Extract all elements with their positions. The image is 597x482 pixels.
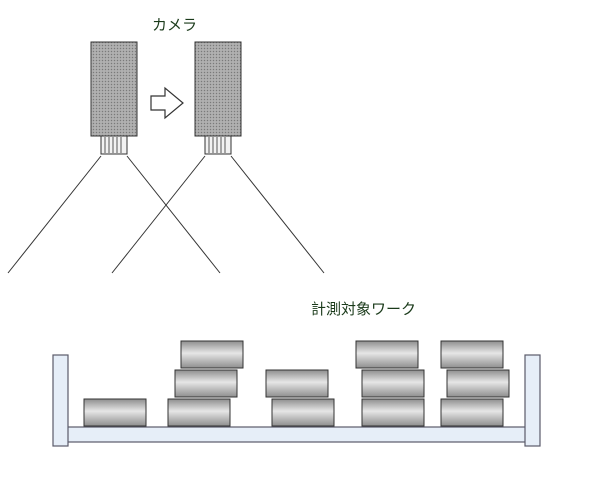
workpiece — [440, 340, 504, 369]
tray-left-wall — [52, 354, 69, 447]
workpiece — [361, 398, 425, 427]
tray-base — [54, 426, 540, 443]
workpiece-stack-1 — [83, 398, 147, 427]
workpiece — [83, 398, 147, 427]
camera-2-lens — [204, 135, 232, 155]
tray-right-wall — [524, 354, 541, 447]
workpiece — [167, 398, 231, 427]
workpiece — [174, 369, 238, 398]
workpiece-stack-5 — [440, 340, 510, 427]
workpiece-label: 計測対象ワーク — [311, 300, 417, 318]
right-arrow-icon — [150, 86, 184, 120]
workpiece — [265, 369, 329, 398]
camera-2-body — [194, 41, 242, 137]
camera-2-field-of-view — [111, 155, 325, 274]
camera-1-lens — [100, 135, 128, 155]
camera-1 — [90, 41, 138, 155]
workpiece — [271, 398, 335, 427]
workpiece — [180, 340, 244, 369]
workpiece — [440, 398, 504, 427]
workpiece-stack-2 — [167, 340, 244, 427]
camera-1-body — [90, 41, 138, 137]
tray — [52, 354, 541, 447]
camera-label: カメラ — [152, 16, 198, 34]
camera-1-field-of-view — [7, 155, 221, 274]
workpiece-stack-3 — [265, 369, 335, 427]
workpiece — [446, 369, 510, 398]
workpiece — [361, 369, 425, 398]
workpiece — [355, 340, 419, 369]
camera-2 — [194, 41, 242, 155]
workpiece-stack-4 — [355, 340, 425, 427]
